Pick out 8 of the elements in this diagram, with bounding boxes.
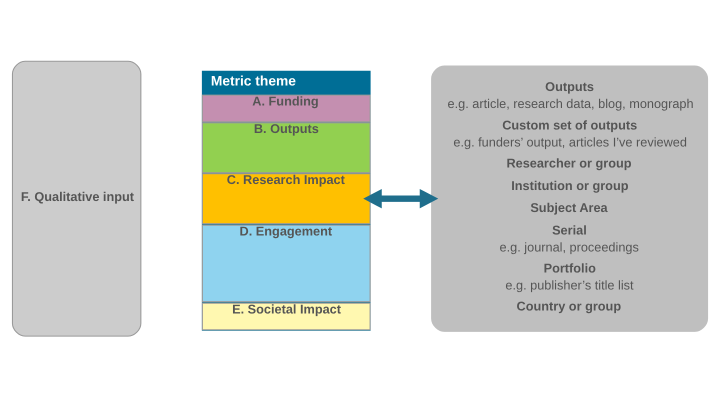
node-box: F. Qualitative input (12, 60, 142, 337)
node-box: B. Outputs (202, 122, 371, 174)
node-box: C. Research Impact (202, 173, 371, 224)
arrow (363, 188, 438, 208)
node-box: D. Engagement (202, 224, 371, 302)
node-box: E. Societal Impact (202, 302, 371, 330)
node-box: Outputs e.g. article, research data, blog, monograph Custom set of outputs e.g. funders’ output, articles I’ve reviewed Researcher or group Institution or group Subject Area Serial e.g. journal, proceedings Portfolio e.g. publisher’s title list Country or group (431, 66, 708, 332)
node-box: A. Funding (202, 94, 371, 122)
